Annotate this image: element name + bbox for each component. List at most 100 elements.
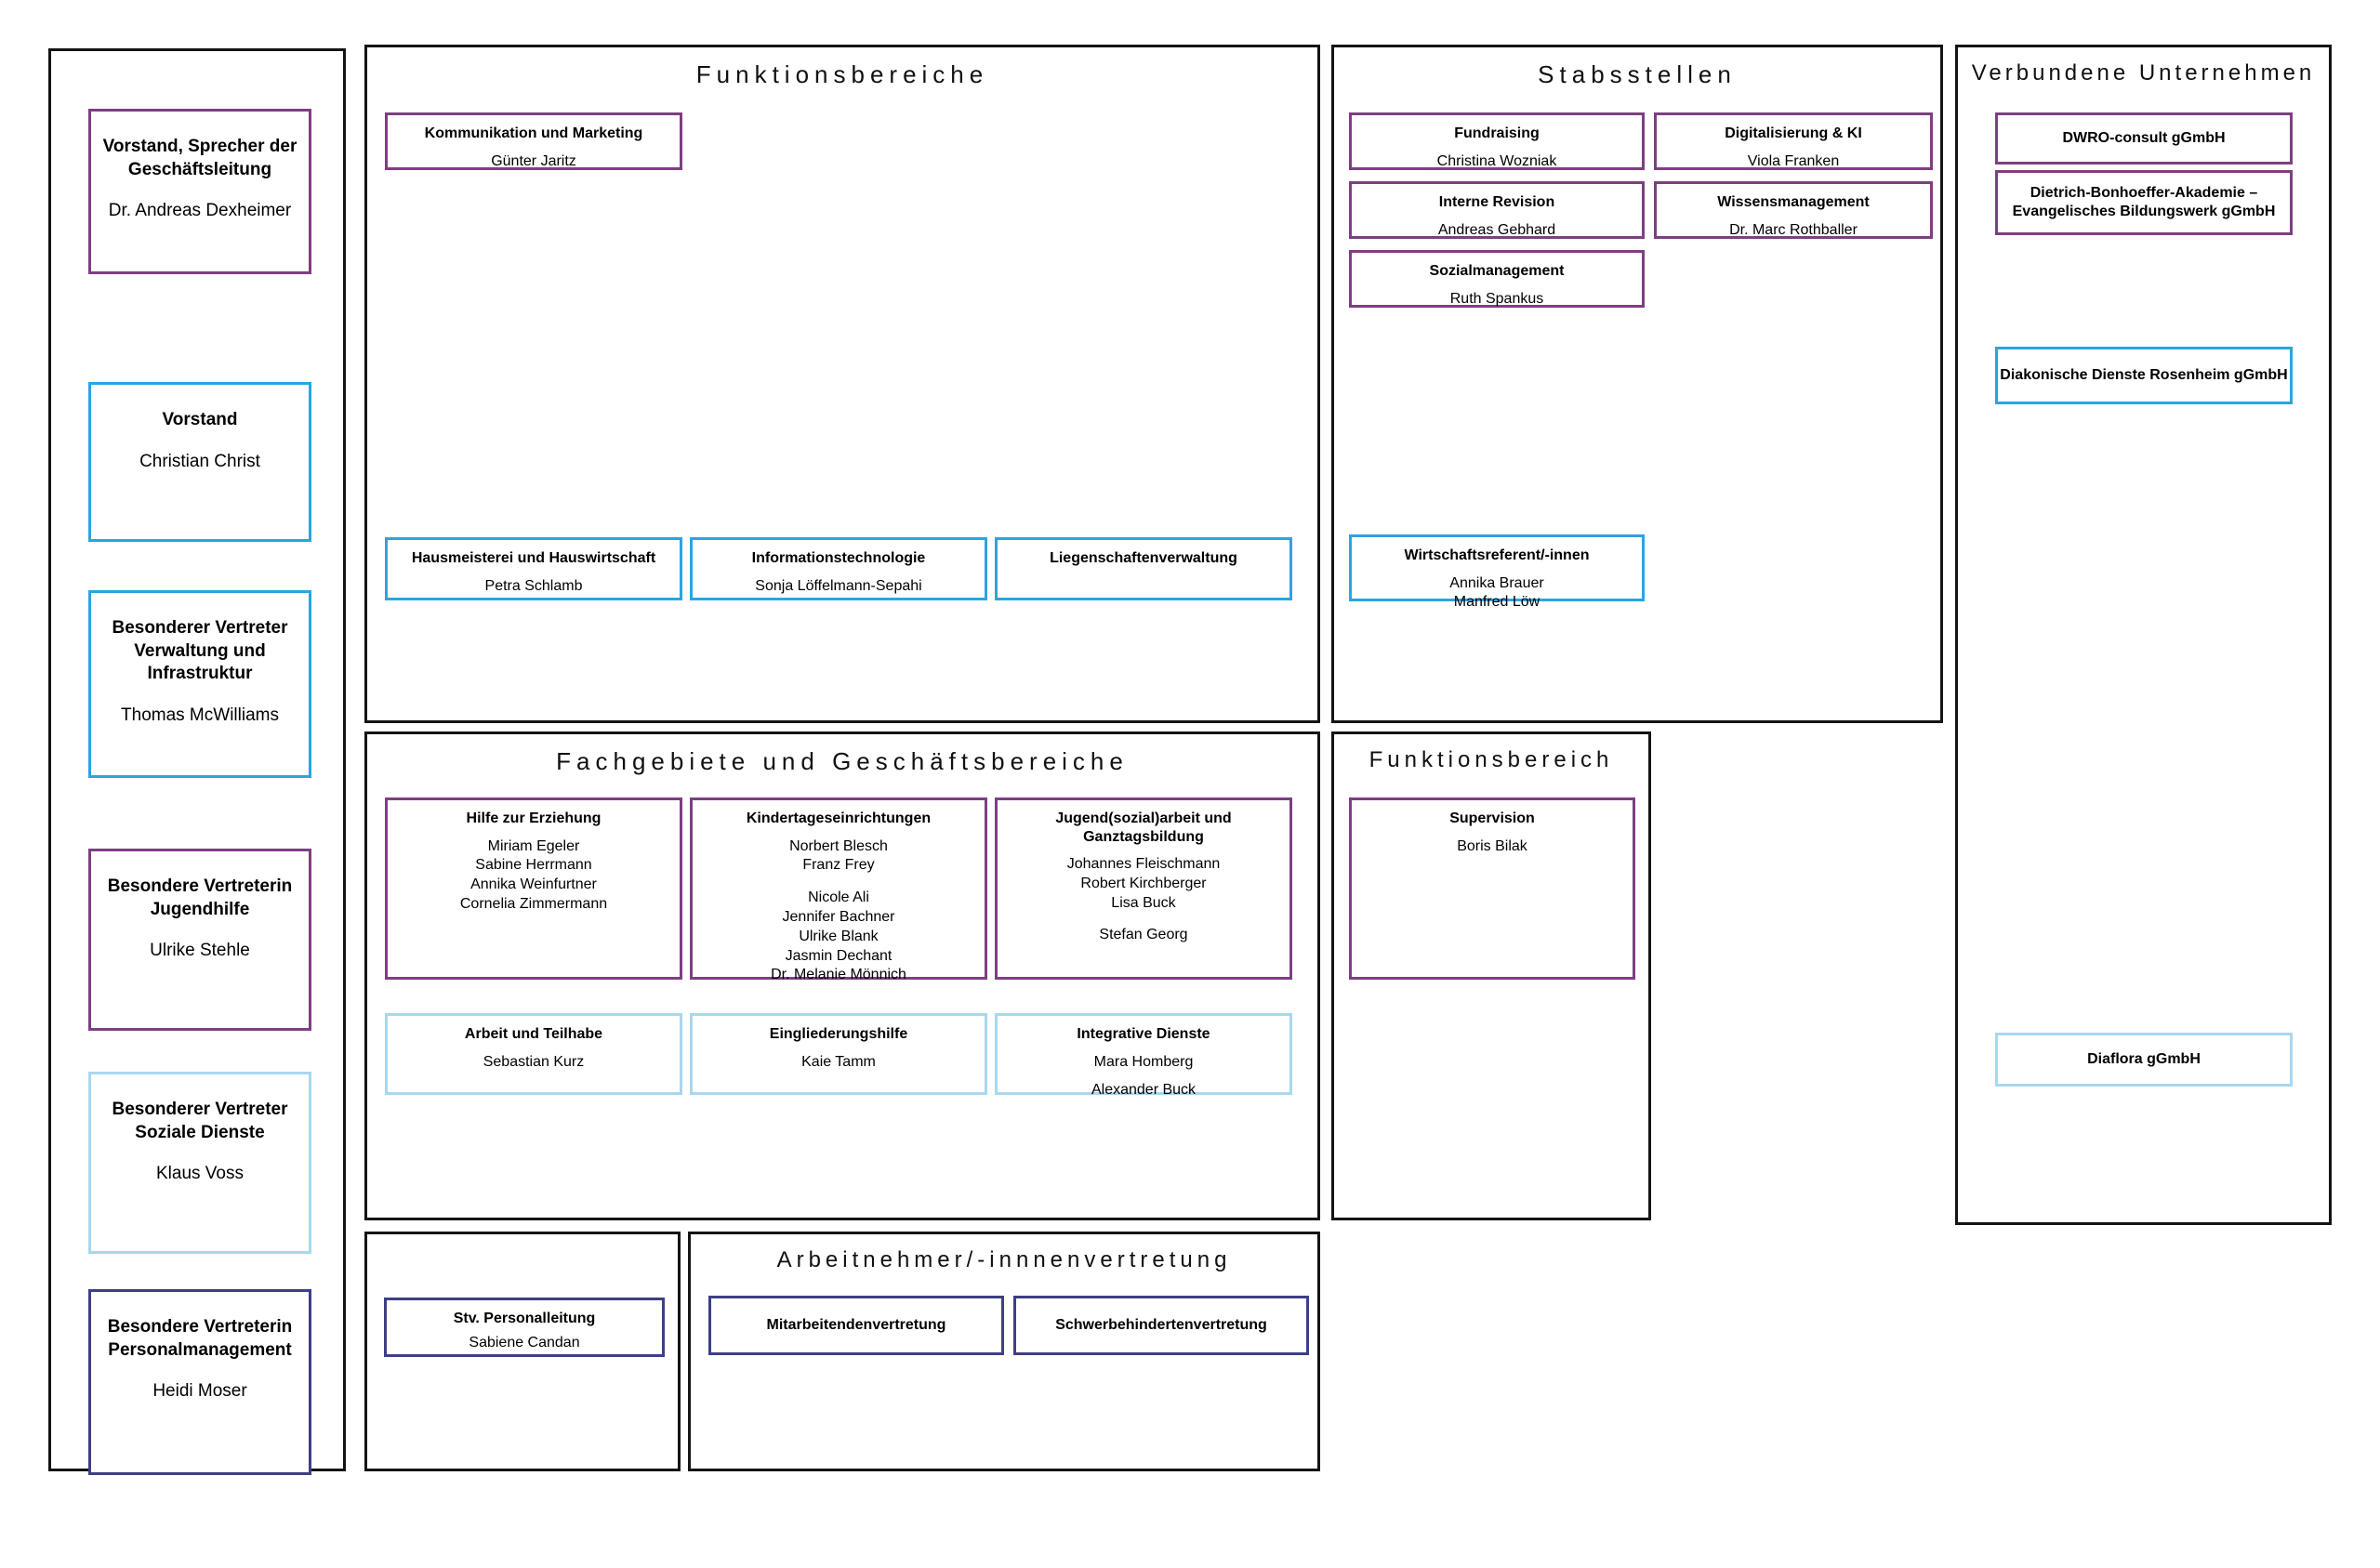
node-people: Miriam Egeler Sabine Herrmann Annika Wei… — [459, 837, 608, 912]
node-title: Kommunikation und Marketing — [424, 125, 643, 141]
panel-leadership: Vorstand, Sprecher der Geschäftsleitung … — [48, 48, 346, 1475]
node-fundraising[interactable]: Fundraising Christina Wozniak — [1349, 112, 1645, 170]
node-dietrich-bonhoeffer-akademie[interactable]: Dietrich-Bonhoeffer-Akademie – Evangelis… — [1995, 170, 2293, 235]
node-mitarbeitendenvertretung[interactable]: Mitarbeitendenvertretung — [708, 1296, 1004, 1355]
node-title: Fundraising — [1454, 125, 1540, 141]
section-title-funktionsbereiche: Funktionsbereiche — [695, 60, 989, 88]
node-title: Interne Revision — [1438, 194, 1555, 210]
node-title: Sozialmanagement — [1429, 263, 1565, 279]
node-person: Andreas Gebhard — [1437, 221, 1556, 238]
node-hilfe-zur-erziehung[interactable]: Hilfe zur Erziehung Miriam Egeler Sabine… — [385, 797, 682, 980]
node-wissensmanagement[interactable]: Wissensmanagement Dr. Marc Rothballer — [1654, 181, 1933, 239]
node-bv-jugendhilfe[interactable]: Besondere Vertreterin Jugendhilfe Ulrike… — [88, 849, 311, 1031]
node-title: Vorstand — [162, 410, 238, 429]
node-person: Heidi Moser — [152, 1381, 247, 1402]
node-title: Besonderer Vertreter Soziale Dienste — [112, 1100, 288, 1142]
node-title: Dietrich-Bonhoeffer-Akademie – Evangelis… — [2012, 185, 2276, 219]
node-title: Besonderer Vertreter Verwaltung und Infr… — [112, 618, 288, 684]
node-people-secondary: Alexander Buck — [1091, 1082, 1197, 1099]
node-title: Digitalisierung & KI — [1725, 125, 1862, 141]
section-title-verbundene-unternehmen: Verbundene Unternehmen — [1971, 60, 2316, 86]
node-people: Kaie Tamm — [801, 1053, 876, 1070]
node-title: Hilfe zur Erziehung — [466, 810, 602, 826]
node-person: Ruth Spankus — [1449, 290, 1544, 307]
node-person: Viola Franken — [1747, 152, 1840, 169]
node-person: Petra Schlamb — [484, 577, 583, 594]
node-interne-revision[interactable]: Interne Revision Andreas Gebhard — [1349, 181, 1645, 239]
node-person: Sabiene Candan — [469, 1334, 580, 1351]
node-title: Wirtschaftsreferent/-innen — [1404, 547, 1590, 563]
node-title: Stv. Personalleitung — [453, 1311, 596, 1326]
node-jugendsozialarbeit-ganztagsbildung[interactable]: Jugend(sozial)arbeit und Ganztagsbildung… — [995, 797, 1292, 980]
node-kindertageseinrichtungen[interactable]: Kindertageseinrichtungen Norbert Blesch … — [690, 797, 987, 982]
node-title: Schwerbehindertenvertretung — [1055, 1317, 1267, 1334]
node-schwerbehindertenvertretung[interactable]: Schwerbehindertenvertretung — [1013, 1296, 1309, 1355]
node-people-secondary: Nicole Ali Jennifer Bachner Ulrike Blank… — [771, 889, 906, 983]
node-sozialmanagement[interactable]: Sozialmanagement Ruth Spankus — [1349, 250, 1645, 308]
node-title: Vorstand, Sprecher der Geschäftsleitung — [102, 137, 298, 179]
section-title-fachgebiete: Fachgebiete und Geschäftsbereiche — [556, 747, 1129, 775]
node-liegenschaftenverwaltung[interactable]: Liegenschaftenverwaltung — [995, 537, 1292, 600]
node-title: Arbeit und Teilhabe — [464, 1026, 603, 1042]
node-people-secondary: Stefan Georg — [1099, 927, 1188, 943]
node-person: Christian Christ — [139, 451, 260, 471]
node-hausmeisterei-hauswirtschaft[interactable]: Hausmeisterei und Hauswirtschaft Petra S… — [385, 537, 682, 600]
panel-fachgebiete: Fachgebiete und Geschäftsbereiche Hilfe … — [364, 731, 1320, 1220]
node-supervision[interactable]: Supervision Boris Bilak — [1349, 797, 1635, 980]
node-digitalisierung-ki[interactable]: Digitalisierung & KI Viola Franken — [1654, 112, 1933, 170]
node-title: Supervision — [1449, 810, 1535, 826]
section-title-stabsstellen: Stabsstellen — [1538, 60, 1737, 88]
node-title: Wissensmanagement — [1717, 194, 1870, 210]
node-title: Besondere Vertreterin Personalmanagement — [107, 1317, 293, 1360]
node-eingliederungshilfe[interactable]: Eingliederungshilfe Kaie Tamm — [690, 1013, 987, 1095]
node-title: Eingliederungshilfe — [769, 1026, 908, 1042]
node-person: Dr. Marc Rothballer — [1729, 221, 1858, 238]
node-informationstechnologie[interactable]: Informationstechnologie Sonja Löffelmann… — [690, 537, 987, 600]
node-person: Boris Bilak — [1457, 837, 1527, 854]
panel-arbeitnehmervertretung: Arbeitnehmer/-innnenvertretung Mitarbeit… — [688, 1232, 1320, 1471]
node-person: Ulrike Stehle — [150, 941, 250, 961]
node-dwro-consult[interactable]: DWRO-consult gGmbH — [1995, 112, 2293, 165]
node-title: Integrative Dienste — [1077, 1026, 1210, 1042]
node-people: Sebastian Kurz — [483, 1053, 585, 1070]
node-vorstand-sprecher[interactable]: Vorstand, Sprecher der Geschäftsleitung … — [88, 109, 311, 274]
node-integrative-dienste[interactable]: Integrative Dienste Mara Homberg Alexand… — [995, 1013, 1292, 1098]
node-stv-personalleitung[interactable]: Stv. Personalleitung Sabiene Candan — [384, 1298, 665, 1357]
node-bv-verwaltung-infrastruktur[interactable]: Besonderer Vertreter Verwaltung und Infr… — [88, 590, 311, 778]
node-diakonische-dienste-rosenheim[interactable]: Diakonische Dienste Rosenheim gGmbH — [1995, 347, 2293, 404]
panel-stabsstellen: Stabsstellen Fundraising Christina Wozni… — [1331, 45, 1943, 723]
node-bv-soziale-dienste[interactable]: Besonderer Vertreter Soziale Dienste Kla… — [88, 1072, 311, 1254]
node-title: Kindertageseinrichtungen — [746, 810, 932, 826]
node-person: Sonja Löffelmann-Sepahi — [755, 577, 922, 594]
node-person: Thomas McWilliams — [121, 705, 279, 726]
node-title: Liegenschaftenverwaltung — [1050, 550, 1237, 566]
node-title: Mitarbeitendenvertretung — [766, 1317, 946, 1334]
node-title: Diakonische Dienste Rosenheim gGmbH — [2000, 367, 2288, 384]
node-person: Christina Wozniak — [1436, 152, 1557, 169]
node-title: Besondere Vertreterin Jugendhilfe — [107, 876, 293, 919]
node-vorstand[interactable]: Vorstand Christian Christ — [88, 382, 311, 542]
section-title-funktionsbereich: Funktionsbereich — [1368, 747, 1614, 772]
node-person: Günter Jaritz — [491, 152, 576, 169]
node-person: Klaus Voss — [156, 1164, 244, 1184]
node-title: Informationstechnologie — [751, 550, 926, 566]
node-person: Dr. Andreas Dexheimer — [108, 201, 292, 221]
panel-verbundene-unternehmen: Verbundene Unternehmen DWRO-consult gGmb… — [1955, 45, 2332, 1225]
panel-funktionsbereich: Funktionsbereich Supervision Boris Bilak — [1331, 731, 1651, 1220]
section-title-arbeitnehmervertretung: Arbeitnehmer/-innnenvertretung — [776, 1247, 1232, 1272]
node-people: Mara Homberg — [1093, 1053, 1194, 1070]
node-people: Norbert Blesch Franz Frey — [789, 837, 888, 874]
node-title: DWRO-consult gGmbH — [2062, 130, 2226, 147]
panel-personalleitung: Stv. Personalleitung Sabiene Candan — [364, 1232, 681, 1471]
node-title: Jugend(sozial)arbeit und Ganztagsbildung — [1055, 810, 1232, 845]
node-arbeit-und-teilhabe[interactable]: Arbeit und Teilhabe Sebastian Kurz — [385, 1013, 682, 1095]
node-bv-personalmanagement[interactable]: Besondere Vertreterin Personalmanagement… — [88, 1289, 311, 1475]
node-diaflora[interactable]: Diaflora gGmbH — [1995, 1033, 2293, 1087]
node-people: Johannes Fleischmann Robert Kirchberger … — [1066, 856, 1221, 911]
node-person: Annika Brauer Manfred Löw — [1449, 574, 1544, 611]
node-wirtschaftsreferenten[interactable]: Wirtschaftsreferent/-innen Annika Brauer… — [1349, 534, 1645, 610]
node-title: Hausmeisterei und Hauswirtschaft — [411, 550, 656, 566]
node-kommunikation-marketing[interactable]: Kommunikation und Marketing Günter Jarit… — [385, 112, 682, 170]
panel-funktionsbereiche: Funktionsbereiche Kommunikation und Mark… — [364, 45, 1320, 723]
